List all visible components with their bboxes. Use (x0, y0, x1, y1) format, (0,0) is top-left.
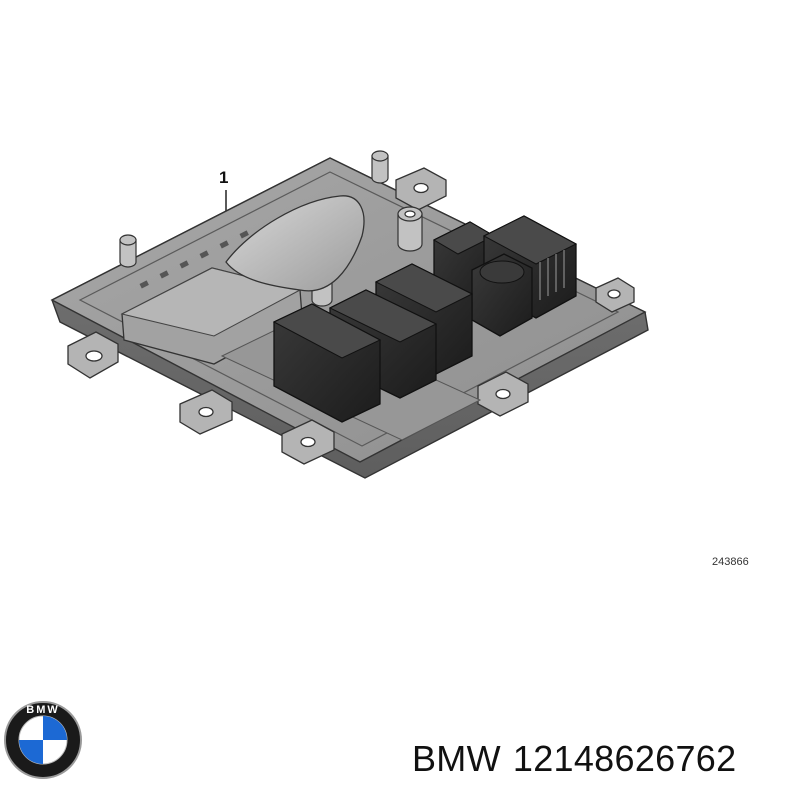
ecu-housing-rim (78, 171, 620, 447)
figure-number: 243866 (712, 556, 749, 568)
housing-rib-slots (139, 230, 249, 289)
ecu-heat-hump (225, 195, 365, 292)
part-caption: BMW 12148626762 (412, 738, 736, 780)
bmw-logo-letters: BMW (26, 704, 60, 716)
bmw-logo: BMW (4, 701, 82, 779)
callout-number: 1 (219, 168, 229, 187)
connector-c1 (272, 303, 382, 423)
mounting-lugs (67, 167, 635, 465)
part-number: 12148626762 (512, 738, 737, 779)
connector-round-rear (471, 253, 533, 337)
brand-name: BMW (412, 738, 501, 779)
